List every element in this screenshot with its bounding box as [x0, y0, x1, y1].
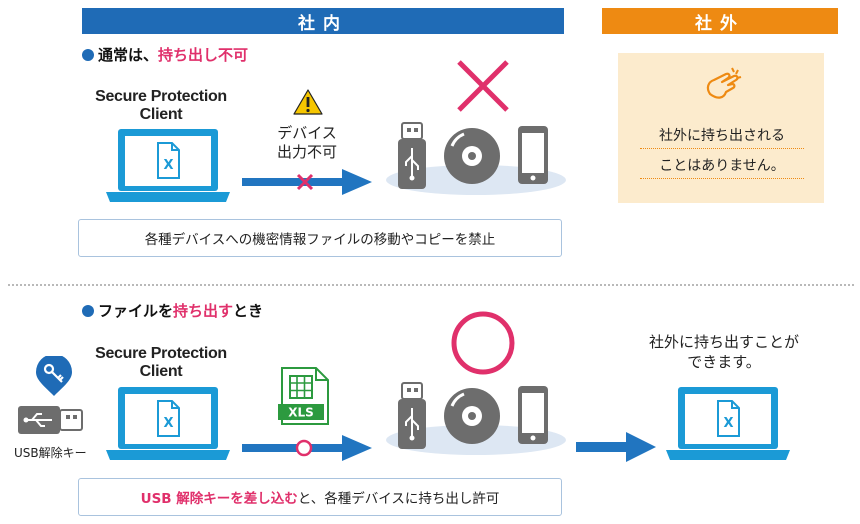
section1-title-highlight: 持ち出し不可 [158, 46, 249, 64]
warning-line2: 出力不可 [276, 143, 337, 161]
warning-text: デバイス 出力不可 [262, 124, 352, 162]
outside-possible-text: 社外に持ち出すことが できます。 [620, 332, 828, 372]
laptop-icon: X [106, 387, 230, 460]
section1-note: 各種デバイスへの機密情報ファイルの移動やコピーを禁止 [78, 219, 562, 257]
usb-drive-icon [398, 122, 426, 189]
bullet-dot [82, 304, 94, 317]
section2-title-prefix: ファイルを [98, 302, 174, 320]
circle-mark-icon [451, 311, 515, 375]
warning-icon [293, 89, 323, 115]
client-label-2: Secure Protection Client [86, 345, 236, 381]
file-icon: X [157, 400, 180, 437]
section-divider [8, 284, 854, 286]
section2-title-highlight: 持ち出す [173, 302, 234, 320]
arrow-icon [242, 435, 372, 461]
outside-possible-line2: できます。 [687, 353, 761, 371]
outside-header: 社外 [602, 8, 838, 34]
cross-small-icon [296, 173, 314, 191]
bullet-dot [82, 48, 94, 61]
arrow-icon [242, 169, 372, 195]
laptop-icon: X [106, 129, 230, 202]
section2-note: USB 解除キーを差し込むと、各種デバイスに持ち出し許可 [78, 478, 562, 516]
xls-file-icon: XLS [278, 367, 329, 425]
circle-small-icon [295, 439, 313, 457]
section2-note-rest: と、各種デバイスに持ち出し許可 [297, 491, 500, 507]
xls-label: XLS [288, 406, 314, 420]
usb-key-label: USB解除キー [14, 446, 87, 460]
cd-icon [444, 388, 500, 444]
file-icon-letter: X [163, 416, 173, 431]
inside-header: 社内 [82, 8, 564, 34]
arrow-icon [576, 432, 656, 462]
devices-group [386, 122, 566, 195]
section1-title: 通常は、持ち出し不可 [82, 44, 248, 65]
usb-drive-icon [398, 382, 426, 449]
client-label-2-line2: Client [139, 363, 183, 380]
laptop-icon: X [666, 387, 790, 460]
outside-possible-line1: 社外に持ち出すことが [648, 333, 799, 351]
file-icon: X [157, 142, 180, 179]
file-icon-letter: X [723, 416, 733, 431]
client-label-1-line2: Client [139, 106, 183, 123]
outside-text-line1: 社外に持ち出される [640, 125, 804, 149]
file-icon: X [717, 400, 740, 437]
file-icon-letter: X [163, 158, 173, 173]
smartphone-icon [518, 126, 548, 184]
cross-mark-icon [457, 60, 509, 112]
section2-title-suffix: とき [233, 302, 264, 320]
outside-text-line2: ことはありません。 [640, 155, 804, 179]
section2-title: ファイルを持ち出すとき [82, 300, 263, 321]
client-label-2-line1: Secure Protection [95, 345, 227, 362]
cd-icon [444, 128, 500, 184]
pointing-hand-icon [706, 67, 742, 99]
section2-note-highlight: USB 解除キーを差し込む [140, 491, 298, 507]
usb-key-icon [18, 406, 83, 434]
client-label-1: Secure Protection Client [86, 88, 236, 124]
key-icon [36, 356, 72, 396]
smartphone-icon [518, 386, 548, 444]
section1-title-prefix: 通常は、 [98, 46, 159, 64]
warning-line1: デバイス [277, 124, 337, 142]
client-label-1-line1: Secure Protection [95, 88, 227, 105]
devices-group [386, 382, 566, 455]
